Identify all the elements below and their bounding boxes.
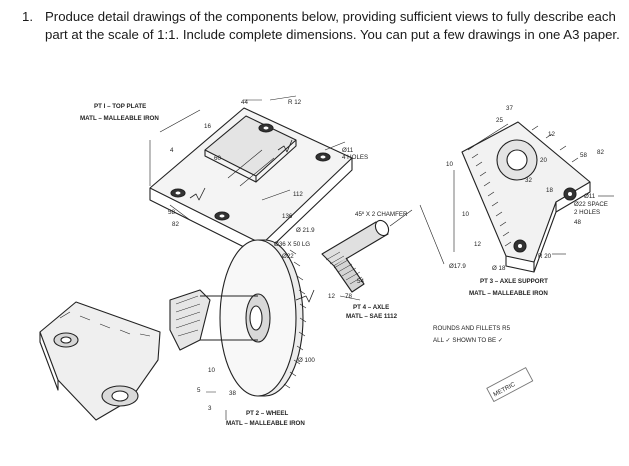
dim-5: 5 xyxy=(197,387,201,394)
dim-22: Ø22 xyxy=(282,253,294,260)
question-number: 1. xyxy=(22,9,33,24)
dim-12: 12 xyxy=(328,293,335,300)
dim-r12: R 12 xyxy=(288,99,302,106)
holes4-note: 4 HOLES xyxy=(342,154,368,161)
dim-3: 3 xyxy=(208,405,212,412)
dim-10b: 10 xyxy=(446,161,453,168)
rounds-note-2: ALL ✓ SHOWN TO BE ✓ xyxy=(433,337,503,344)
part1-title: PT I – TOP PLATE xyxy=(94,103,146,110)
question-text: Produce detail drawings of the component… xyxy=(45,9,620,42)
dim-17-9: Ø17.9 xyxy=(449,263,466,270)
dim-60: 60 xyxy=(214,155,221,162)
part3-title: PT 3 – AXLE SUPPORT xyxy=(480,278,548,285)
dim-10: 10 xyxy=(208,367,215,374)
dim-r20: R 20 xyxy=(538,253,552,260)
dim-10c: 10 xyxy=(462,211,469,218)
dim-25: 25 xyxy=(496,117,503,124)
dim-112: 112 xyxy=(293,191,303,198)
holes4-diameter: Ø11 xyxy=(342,147,354,154)
rounds-note-1: ROUNDS AND FILLETS R5 xyxy=(433,325,511,332)
dim-12b: 12 xyxy=(548,131,555,138)
bracket-drawing xyxy=(39,301,161,421)
axle-drawing xyxy=(321,204,445,301)
dim-32: 32 xyxy=(525,177,532,184)
dim-100: Ø 100 xyxy=(298,357,315,364)
part4-title: PT 4 – AXLE xyxy=(353,304,389,311)
dim-78: 78 xyxy=(345,293,352,300)
dim-48: 48 xyxy=(574,219,581,226)
chamfer-note: 45º X 2 CHAMFER xyxy=(355,211,408,218)
part4-material: MATL – SAE 1112 xyxy=(346,313,398,320)
dim-37: 37 xyxy=(506,105,513,112)
wheel-drawing xyxy=(169,239,315,420)
part1-material: MATL – MALLEABLE IRON xyxy=(80,115,159,122)
holes2-diameter: Ø11 xyxy=(584,193,596,200)
shaft-note: Ø36 X 50 LG xyxy=(274,241,310,248)
dim-44: 44 xyxy=(241,99,248,106)
dim-16: 16 xyxy=(204,123,211,130)
dim-54: 54 xyxy=(357,278,364,285)
dim-58b: 58 xyxy=(580,152,587,159)
dim-18b: Ø 18 xyxy=(492,265,506,272)
axle-support-drawing xyxy=(453,121,614,273)
dim-20: 20 xyxy=(540,157,547,164)
dim-4: 4 xyxy=(170,147,174,154)
holes2-spacing: Ø22 SPACE xyxy=(574,201,608,208)
dim-82b: 82 xyxy=(597,149,604,156)
part3-material: MATL – MALLEABLE IRON xyxy=(469,290,548,297)
holes2-note: 2 HOLES xyxy=(574,209,600,216)
top-plate-drawing xyxy=(149,95,353,257)
part2-title: PT 2 – WHEEL xyxy=(246,410,289,417)
dim-58: 58 xyxy=(168,209,175,216)
dim-38: 38 xyxy=(229,390,236,397)
metric-stamp xyxy=(486,367,534,402)
dim-82: 82 xyxy=(172,221,179,228)
dim-21-9: Ø 21.9 xyxy=(296,227,315,234)
part2-material: MATL – MALLEABLE IRON xyxy=(226,420,305,427)
dim-18: 18 xyxy=(546,187,553,194)
dim-12c: 12 xyxy=(474,241,481,248)
dim-136: 136 xyxy=(282,213,293,220)
